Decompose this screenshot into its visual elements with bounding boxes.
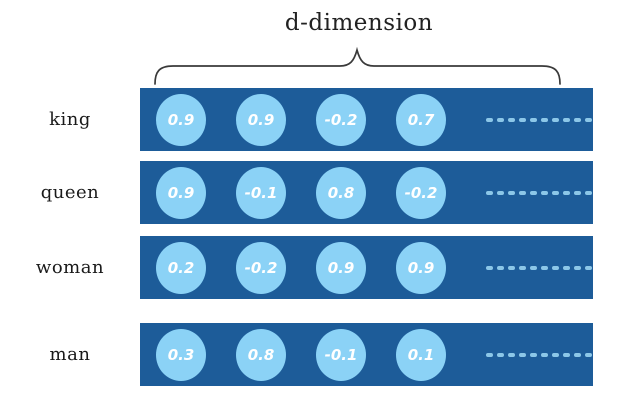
value-cell: 0.9 <box>156 93 206 146</box>
row-label: king <box>49 109 91 130</box>
embedding-row-man: man 0.3 0.8 -0.1 0.1 <box>0 323 593 386</box>
value-cell: 0.7 <box>396 93 446 146</box>
value-cell: 0.3 <box>156 328 206 381</box>
embedding-row-queen: queen 0.9 -0.1 0.8 -0.2 <box>0 161 593 224</box>
value-cell: 0.9 <box>396 241 446 294</box>
row-label: queen <box>40 182 100 203</box>
embedding-vector-bar: 0.9 -0.1 0.8 -0.2 <box>140 161 593 224</box>
ellipsis-dashes-icon <box>486 352 592 357</box>
row-label: woman <box>35 257 105 278</box>
embedding-vector-bar: 0.3 0.8 -0.1 0.1 <box>140 323 593 386</box>
value-cell: 0.9 <box>156 166 206 219</box>
value-cell: -0.1 <box>316 328 366 381</box>
value-cell: -0.2 <box>316 93 366 146</box>
row-label: man <box>49 344 91 365</box>
value-cell: -0.2 <box>236 241 286 294</box>
embedding-row-woman: woman 0.2 -0.2 0.9 0.9 <box>0 236 593 299</box>
value-cell: 0.9 <box>316 241 366 294</box>
value-cell: 0.8 <box>236 328 286 381</box>
value-cell: -0.2 <box>396 166 446 219</box>
value-cell: -0.1 <box>236 166 286 219</box>
ellipsis-dashes-icon <box>486 190 592 195</box>
ellipsis-dashes-icon <box>486 265 592 270</box>
embedding-vector-bar: 0.2 -0.2 0.9 0.9 <box>140 236 593 299</box>
d-dimension-label: d-dimension <box>284 10 434 36</box>
ellipsis-dashes-icon <box>486 117 592 122</box>
value-cell: 0.9 <box>236 93 286 146</box>
embedding-vector-bar: 0.9 0.9 -0.2 0.7 <box>140 88 593 151</box>
value-cell: 0.2 <box>156 241 206 294</box>
value-cell: 0.8 <box>316 166 366 219</box>
value-cell: 0.1 <box>396 328 446 381</box>
embedding-row-king: king 0.9 0.9 -0.2 0.7 <box>0 88 593 151</box>
